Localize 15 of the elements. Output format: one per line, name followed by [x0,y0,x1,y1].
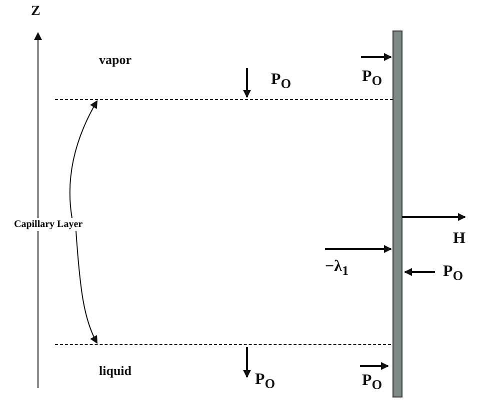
force-label: −λ$_{1}$ [325,258,349,280]
force-label: P$_{O}$ [362,68,382,90]
force-label: P$_{O}$ [271,71,292,92]
layer-label: Capillary Layer [14,218,83,231]
dashed-interface-line [55,99,393,100]
axis-label: Z [31,4,40,20]
leader-arrow [69,100,98,218]
leader-arrow [76,230,98,344]
force-label: P$_{O}$ [443,263,464,284]
force-label: P$_{O}$ [255,371,276,392]
force-label: H [453,230,466,248]
force-label: P$_{O}$ [362,372,382,394]
region-label: vapor [99,52,132,68]
dashed-interface-line [55,344,391,345]
region-label: liquid [99,363,132,379]
